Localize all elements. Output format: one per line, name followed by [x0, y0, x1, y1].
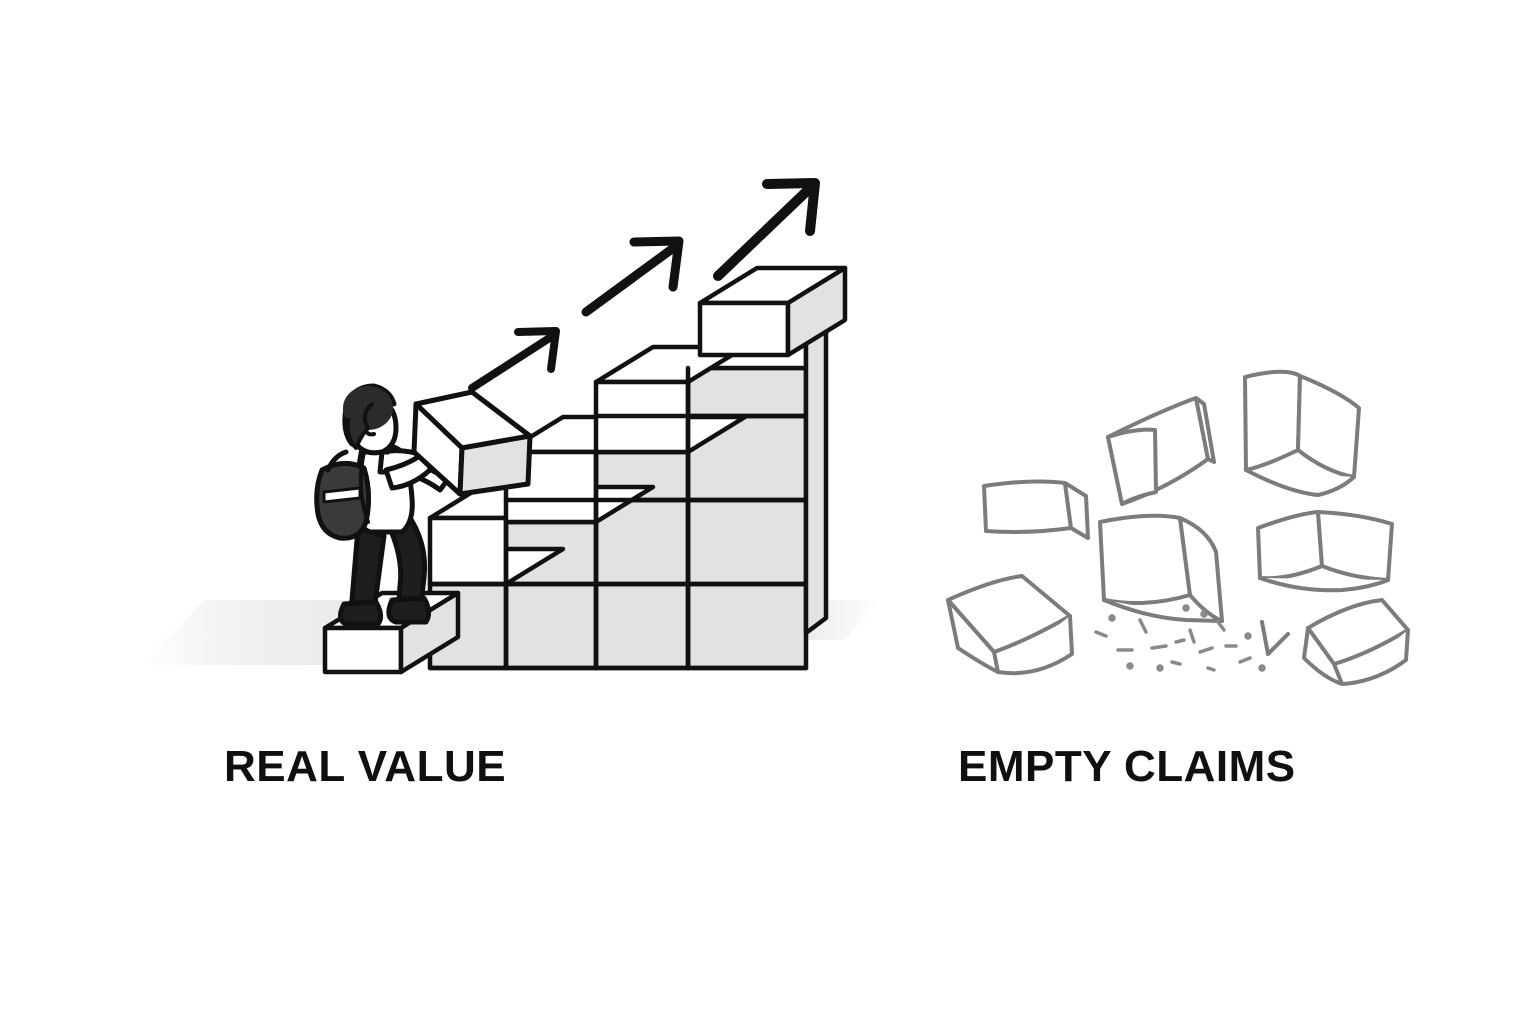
arrow-medium — [581, 236, 684, 317]
sketch-box-2 — [1106, 396, 1216, 506]
collapse-mark — [1260, 620, 1290, 656]
backpack-strap — [358, 450, 370, 524]
arrow-large — [713, 178, 820, 281]
builder-person — [314, 383, 455, 627]
sketch-box-7 — [1302, 598, 1410, 686]
carried-block — [411, 389, 533, 497]
sketch-box-1 — [982, 479, 1090, 540]
sketch-box-6 — [946, 574, 1074, 676]
backpack — [314, 449, 372, 541]
shoe-front — [386, 595, 432, 625]
debris-specks — [1094, 604, 1266, 672]
column-4-right-face — [803, 316, 829, 636]
caption-empty-claims: EMPTY CLAIMS — [958, 742, 1296, 791]
caption-real-value: REAL VALUE — [224, 742, 507, 791]
sketch-box-4 — [1098, 513, 1224, 623]
sketch-box-3 — [1243, 369, 1361, 497]
shoe-back — [338, 599, 384, 627]
block-seams — [427, 365, 809, 671]
arrow-small — [468, 327, 560, 392]
empty-claims-boxes — [946, 369, 1410, 686]
floating-block — [697, 265, 848, 358]
growth-arrows — [468, 178, 820, 392]
sketch-box-5 — [1256, 510, 1394, 593]
